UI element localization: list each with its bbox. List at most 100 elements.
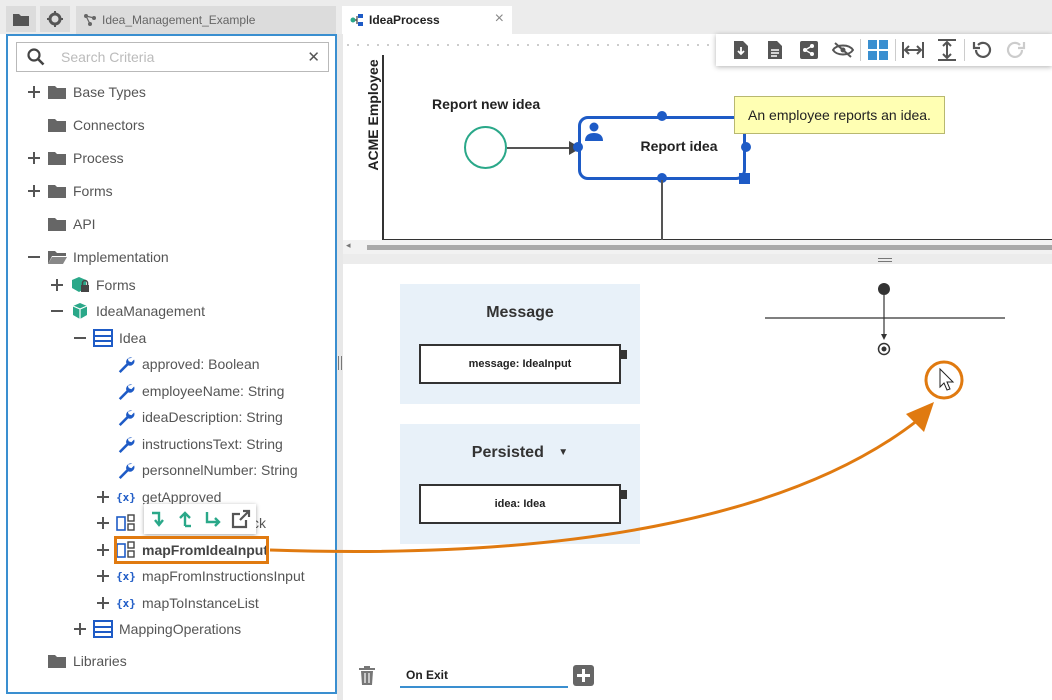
tree-item-label: instructionsText: String (142, 436, 283, 452)
tree-item-process[interactable]: Process (27, 146, 124, 170)
persisted-title-text: Persisted (471, 444, 544, 461)
tree-item-attribute[interactable]: instructionsText: String (96, 432, 283, 456)
resize-handle[interactable] (657, 111, 667, 121)
tree-item-api[interactable]: API (27, 212, 96, 236)
open-external-icon[interactable] (231, 509, 251, 529)
tree-item-mappingoperations[interactable]: MappingOperations (73, 617, 241, 641)
project-tree-panel: ✕ (6, 34, 337, 694)
vertical-splitter[interactable] (337, 34, 343, 700)
expand-icon[interactable] (96, 543, 110, 557)
resize-handle[interactable] (657, 173, 667, 183)
hide-button[interactable] (826, 35, 860, 65)
tree-item-impl-forms[interactable]: Forms (50, 273, 136, 297)
process-icon (350, 14, 363, 26)
start-event[interactable] (464, 126, 507, 169)
folder-icon (13, 13, 29, 26)
user-icon (585, 122, 603, 141)
tree-item-connectors[interactable]: Connectors (27, 113, 145, 137)
wrench-icon (118, 384, 135, 400)
tree-item-operation[interactable]: {x} mapToInstanceList (96, 591, 259, 615)
tree-item-label: mapToInstanceList (142, 595, 259, 611)
tree-item-libraries[interactable]: Libraries (27, 649, 127, 673)
folder-icon (48, 152, 66, 165)
fit-height-icon (938, 39, 956, 61)
scrollbar-thumb[interactable] (367, 245, 1052, 250)
wrench-icon (118, 437, 135, 453)
folder-icon (48, 119, 66, 132)
connector-line (661, 180, 663, 241)
add-icon[interactable] (573, 665, 594, 686)
mapping-target-diagram[interactable] (760, 280, 1010, 360)
collapse-icon[interactable] (27, 250, 41, 264)
expand-icon[interactable] (27, 151, 41, 165)
collapse-icon[interactable] (73, 331, 87, 345)
clear-search-icon[interactable]: ✕ (307, 49, 320, 66)
horizontal-scrollbar[interactable]: ◂ (343, 240, 1052, 254)
share-button[interactable] (792, 35, 826, 65)
tree-item-attribute[interactable]: ideaDescription: String (96, 405, 283, 429)
tree-item-operation[interactable]: {x} mapFromInstructionsInput (96, 564, 305, 588)
trash-icon[interactable] (359, 666, 375, 685)
tree-item-mapfromideainput[interactable]: mapFromIdeaInput (96, 538, 268, 562)
function-icon: {x} (116, 597, 136, 610)
resize-handle[interactable] (741, 142, 751, 152)
move-up-icon[interactable] (176, 510, 194, 528)
expand-icon[interactable] (27, 85, 41, 99)
diagram-toolbar (716, 34, 1052, 66)
bottom-tab-bar (343, 656, 1052, 700)
scroll-left-icon[interactable]: ◂ (346, 240, 351, 250)
tree-item-attribute[interactable]: approved: Boolean (96, 352, 260, 376)
tree-item-idea[interactable]: Idea (73, 326, 146, 350)
share-icon (800, 41, 818, 59)
close-tab-icon[interactable]: × (494, 10, 504, 27)
tree-item-implementation[interactable]: Implementation (27, 245, 169, 269)
tree-item-label: Process (73, 150, 124, 166)
expand-icon[interactable] (27, 184, 41, 198)
layout-button[interactable] (861, 35, 895, 65)
annotation-note[interactable]: An employee reports an idea. (734, 96, 945, 134)
export-button[interactable] (724, 35, 758, 65)
move-down-icon[interactable] (149, 510, 167, 528)
document-button[interactable] (758, 35, 792, 65)
expand-icon[interactable] (50, 278, 64, 292)
move-right-icon[interactable] (204, 510, 222, 528)
expand-icon[interactable] (96, 569, 110, 583)
tree-item-label: API (73, 216, 96, 232)
search-input[interactable] (61, 47, 301, 67)
dropdown-icon[interactable]: ▼ (558, 447, 569, 459)
resize-handle[interactable] (573, 142, 583, 152)
tree-item-attribute[interactable]: employeeName: String (96, 379, 284, 403)
fit-width-button[interactable] (896, 35, 930, 65)
resize-corner-handle[interactable] (739, 173, 750, 184)
expand-icon[interactable] (96, 490, 110, 504)
expand-icon[interactable] (96, 596, 110, 610)
lane-label[interactable]: ACME Employee (365, 59, 381, 171)
undo-button[interactable] (965, 35, 999, 65)
fit-height-button[interactable] (930, 35, 964, 65)
tab-on-exit[interactable]: On Exit (400, 664, 568, 688)
tree-item-forms[interactable]: Forms (27, 179, 113, 203)
tab-label: IdeaProcess (369, 13, 440, 27)
project-tab[interactable]: Idea_Management_Example (76, 6, 336, 34)
message-attribute[interactable]: message: IdeaInput (419, 344, 627, 384)
wrench-icon (118, 410, 135, 426)
tree-item-label: Implementation (73, 249, 169, 265)
folder-button[interactable] (6, 6, 36, 32)
tree-item-label: personnelNumber: String (142, 462, 298, 478)
expand-icon[interactable] (96, 516, 110, 530)
tree-item-base-types[interactable]: Base Types (27, 80, 146, 104)
tab-ideaprocess[interactable]: IdeaProcess × (342, 6, 512, 34)
tree-item-label: IdeaManagement (96, 303, 205, 319)
horizontal-splitter[interactable] (343, 254, 1052, 264)
expand-icon[interactable] (73, 622, 87, 636)
tree-item-operation[interactable]: {x} getApproved (96, 485, 221, 509)
tree-item-ideamanagement[interactable]: IdeaManagement (50, 299, 205, 323)
redo-button[interactable] (999, 35, 1033, 65)
class-icon (93, 329, 113, 347)
settings-button[interactable] (40, 6, 70, 32)
collapse-icon[interactable] (50, 304, 64, 318)
document-icon (768, 41, 782, 59)
persisted-attribute[interactable]: idea: Idea (419, 484, 627, 524)
search-icon (27, 48, 45, 66)
tree-item-attribute[interactable]: personnelNumber: String (96, 458, 298, 482)
